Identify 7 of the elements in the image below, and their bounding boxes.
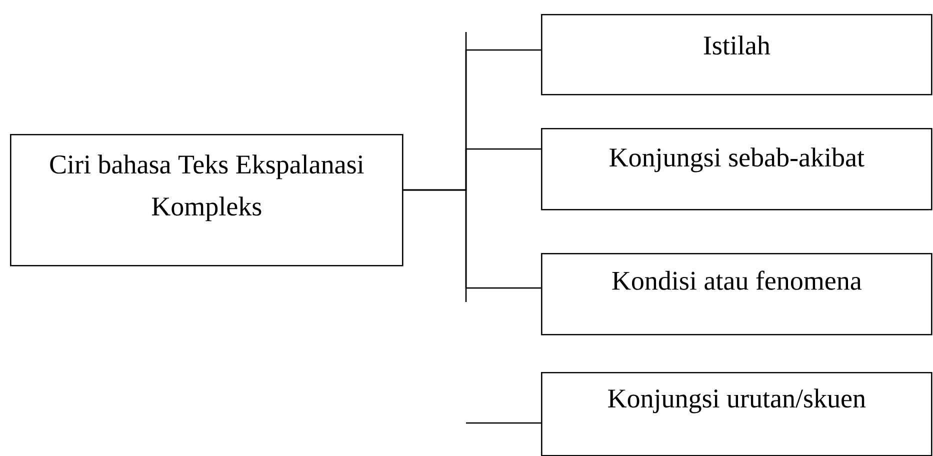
connector-line <box>466 422 541 424</box>
text-box: Kondisi atau fenomena <box>541 253 932 336</box>
connector-line <box>403 189 541 289</box>
text-box: Konjungsi sebab-akibat <box>541 128 932 210</box>
text-box: Istilah <box>541 14 932 96</box>
text-box: Ciri bahasa Teks Ekspalanasi Kompleks <box>10 134 404 266</box>
text-box: Konjungsi urutan/skuen <box>541 372 932 456</box>
